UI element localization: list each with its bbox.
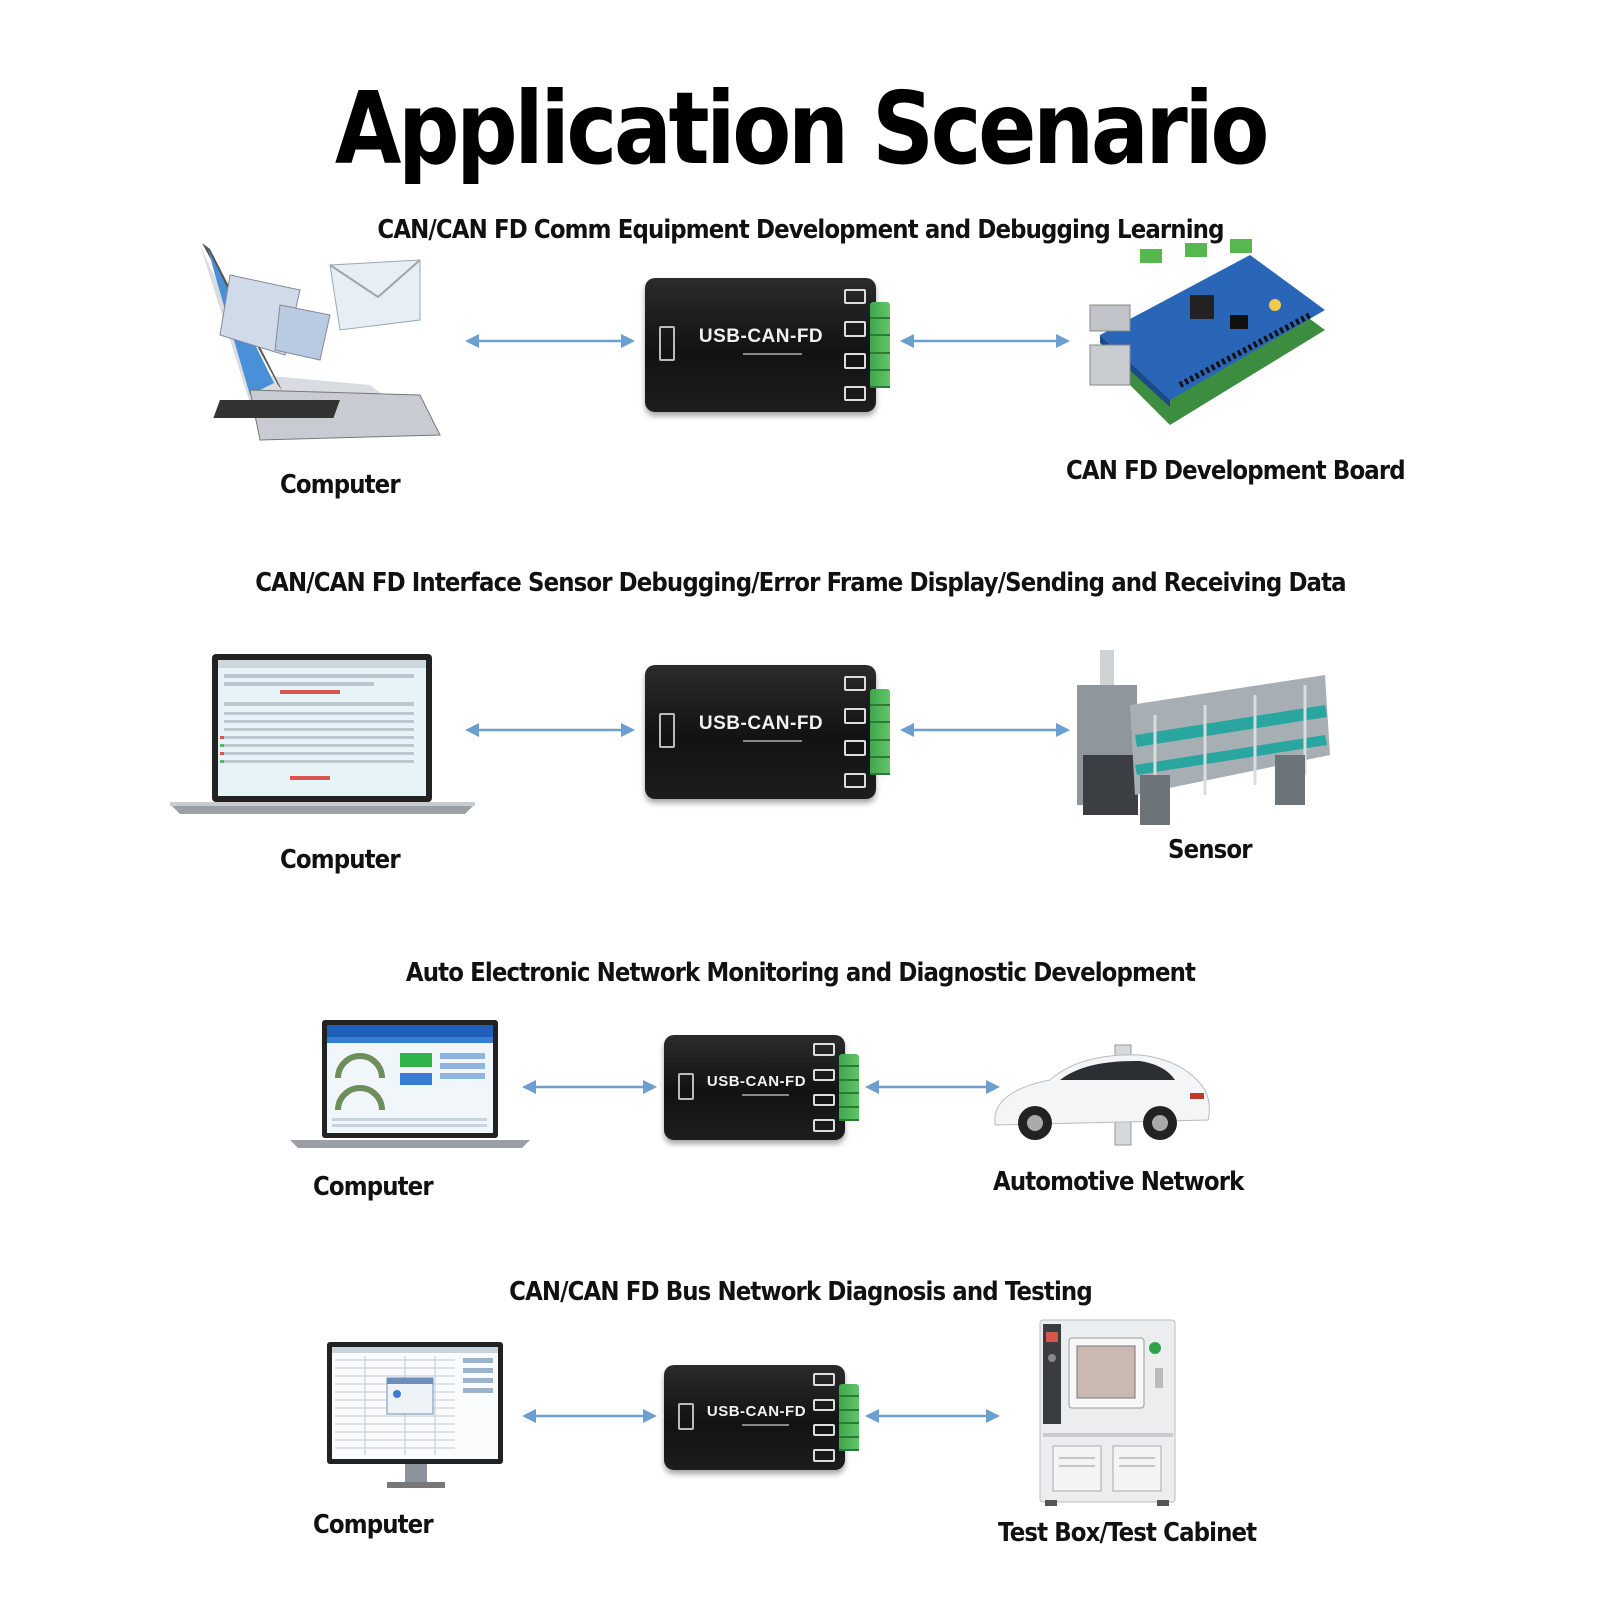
- bidirectional-arrow-icon: [900, 333, 1070, 349]
- device-label: USB-CAN-FD: [706, 1402, 807, 1420]
- bidirectional-arrow-icon: [865, 1079, 1000, 1095]
- bidirectional-arrow-icon: [522, 1079, 657, 1095]
- scenario-3-right-label: Automotive Network: [993, 1167, 1244, 1197]
- page-title: Application Scenario: [334, 70, 1270, 187]
- bidirectional-arrow-icon: [900, 722, 1070, 738]
- terminal-block-icon: [870, 689, 890, 775]
- usb-port-icon: [659, 326, 675, 362]
- laptop-email-icon: [190, 235, 450, 445]
- usb-can-fd-device: USB-CAN-FD: [664, 1035, 859, 1140]
- raspberry-pi-can-hat-icon: [1080, 235, 1330, 430]
- scenario-2-right-label: Sensor: [1168, 835, 1253, 865]
- scenario-2-heading: CAN/CAN FD Interface Sensor Debugging/Er…: [255, 568, 1346, 598]
- scenario-3-heading: Auto Electronic Network Monitoring and D…: [405, 958, 1196, 988]
- bidirectional-arrow-icon: [465, 722, 635, 738]
- usb-port-icon: [678, 1402, 694, 1431]
- bidirectional-arrow-icon: [522, 1408, 657, 1424]
- usb-port-icon: [678, 1072, 694, 1101]
- laptop-dashboard-icon: [290, 1018, 530, 1150]
- test-cabinet-icon: [1035, 1318, 1180, 1508]
- scenario-2-left-label: Computer: [280, 845, 401, 875]
- device-label: USB-CAN-FD: [698, 326, 824, 348]
- scenario-3-left-label: Computer: [313, 1172, 434, 1202]
- device-label: USB-CAN-FD: [698, 713, 824, 735]
- scenario-4-heading: CAN/CAN FD Bus Network Diagnosis and Tes…: [509, 1277, 1093, 1307]
- terminal-block-icon: [870, 302, 890, 388]
- bidirectional-arrow-icon: [465, 333, 635, 349]
- scenario-1-left-label: Computer: [280, 470, 401, 500]
- scenario-4-right-label: Test Box/Test Cabinet: [998, 1518, 1257, 1548]
- usb-can-fd-device: USB-CAN-FD: [645, 278, 890, 412]
- scenario-4-left-label: Computer: [313, 1510, 434, 1540]
- laptop-software-icon: [170, 652, 475, 817]
- usb-port-icon: [659, 713, 675, 749]
- scenario-1-right-label: CAN FD Development Board: [1066, 456, 1406, 486]
- usb-can-fd-device: USB-CAN-FD: [664, 1365, 859, 1470]
- terminal-block-icon: [839, 1053, 859, 1122]
- device-label: USB-CAN-FD: [706, 1072, 807, 1090]
- electric-car-charger-icon: [990, 1035, 1215, 1150]
- terminal-block-icon: [839, 1383, 859, 1452]
- bidirectional-arrow-icon: [865, 1408, 1000, 1424]
- usb-can-fd-device: USB-CAN-FD: [645, 665, 890, 799]
- industrial-loom-icon: [1075, 645, 1335, 835]
- scenario-1-heading: CAN/CAN FD Comm Equipment Development an…: [377, 215, 1224, 245]
- monitor-table-icon: [325, 1340, 505, 1492]
